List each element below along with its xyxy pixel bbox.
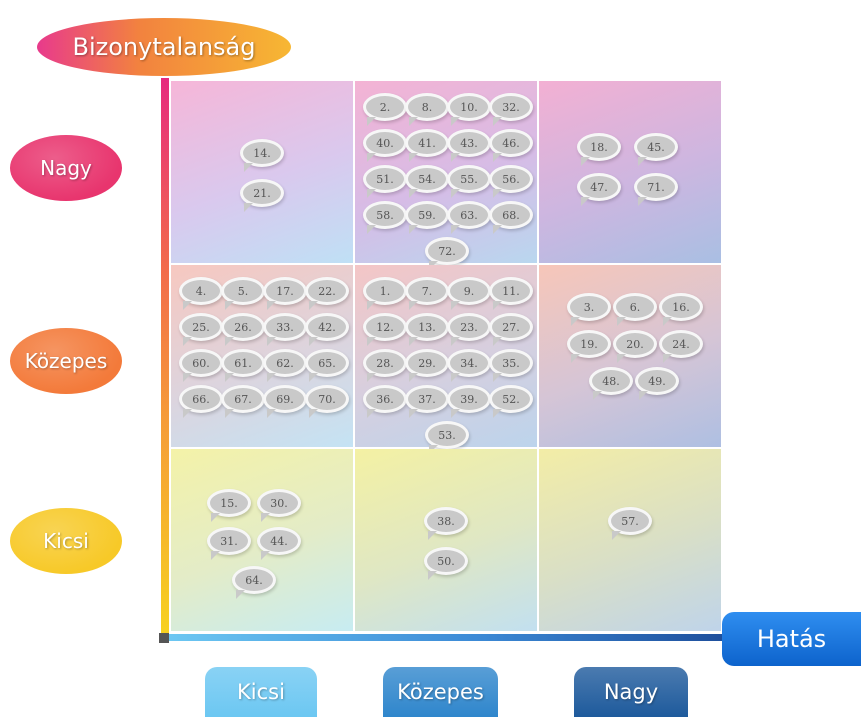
risk-item-bubble: 38.	[424, 507, 468, 540]
risk-item-bubble: 7.	[405, 277, 449, 310]
matrix-cell: 14.21.	[171, 81, 353, 263]
risk-item-bubble: 19.	[567, 330, 611, 363]
impact-axis-title: Hatás	[722, 612, 861, 666]
risk-item-bubble: 42.	[305, 313, 349, 346]
risk-item-bubble: 51.	[363, 165, 407, 198]
risk-item-bubble: 5.	[221, 277, 265, 310]
matrix-cell: 3.6.16. 19.20.24. 48.49.	[539, 265, 721, 447]
y-level-kozepes: Közepes	[10, 328, 122, 394]
risk-item-bubble: 1.	[363, 277, 407, 310]
risk-item-bubble: 45.	[634, 133, 678, 166]
risk-item-bubble: 37.	[405, 385, 449, 418]
y-level-kicsi: Kicsi	[10, 508, 122, 574]
risk-item-bubble: 28.	[363, 349, 407, 382]
risk-item-bubble: 21.	[240, 179, 284, 212]
risk-item-bubble: 11.	[489, 277, 533, 310]
risk-item-bubble: 46.	[489, 129, 533, 162]
matrix-cell: 15.30.31.44. 64.	[171, 449, 353, 631]
risk-item-bubble: 41.	[405, 129, 449, 162]
risk-item-bubble: 6.	[613, 293, 657, 326]
matrix-cell: 1.7.9.11. 12.13.23.27. 28.29.34.35. 36.37.3…	[355, 265, 537, 454]
risk-item-bubble: 3.	[567, 293, 611, 326]
risk-item-bubble: 16.	[659, 293, 703, 326]
risk-item-bubble: 17.	[263, 277, 307, 310]
risk-item-bubble: 35.	[489, 349, 533, 382]
risk-item-bubble: 24.	[659, 330, 703, 363]
risk-item-bubble: 64.	[232, 566, 276, 599]
matrix-cell: 57.	[539, 449, 721, 631]
matrix-cell: 4.5.17.22. 25.26.33.42. 60.61.62.65. 66.67.…	[171, 265, 353, 447]
matrix-cell: 38.50.	[355, 449, 537, 631]
risk-item-bubble: 44.	[257, 527, 301, 560]
risk-item-bubble: 27.	[489, 313, 533, 346]
risk-item-bubble: 36.	[363, 385, 407, 418]
x-axis-line	[169, 634, 725, 641]
risk-item-bubble: 62.	[263, 349, 307, 382]
risk-item-bubble: 13.	[405, 313, 449, 346]
risk-item-bubble: 49.	[635, 367, 679, 400]
risk-item-bubble: 67.	[221, 385, 265, 418]
risk-item-bubble: 57.	[608, 507, 652, 540]
risk-item-bubble: 70.	[305, 385, 349, 418]
risk-item-bubble: 33.	[263, 313, 307, 346]
risk-item-bubble: 15.	[207, 489, 251, 522]
risk-item-bubble: 12.	[363, 313, 407, 346]
risk-item-bubble: 32.	[489, 93, 533, 126]
uncertainty-axis-title: Bizonytalanság	[37, 18, 291, 76]
risk-item-bubble: 56.	[489, 165, 533, 198]
risk-item-bubble: 55.	[447, 165, 491, 198]
risk-item-bubble: 61.	[221, 349, 265, 382]
x-level-nagy: Nagy	[574, 667, 688, 717]
matrix-cell: 2.8.10.32. 40.41.43.46. 51.54.55.56. 58.59.…	[355, 81, 537, 270]
y-level-nagy: Nagy	[10, 135, 122, 201]
risk-item-bubble: 63.	[447, 201, 491, 234]
risk-item-bubble: 59.	[405, 201, 449, 234]
risk-item-bubble: 34.	[447, 349, 491, 382]
risk-item-bubble: 26.	[221, 313, 265, 346]
risk-item-bubble: 54.	[405, 165, 449, 198]
risk-item-bubble: 40.	[363, 129, 407, 162]
risk-item-bubble: 10.	[447, 93, 491, 126]
risk-item-bubble: 68.	[489, 201, 533, 234]
risk-item-bubble: 14.	[240, 139, 284, 172]
risk-item-bubble: 9.	[447, 277, 491, 310]
risk-item-bubble: 50.	[424, 547, 468, 580]
risk-item-bubble: 71.	[634, 173, 678, 206]
matrix-cell: 18. 45. 47. 71.	[539, 81, 721, 263]
risk-item-bubble: 65.	[305, 349, 349, 382]
risk-item-bubble: 58.	[363, 201, 407, 234]
risk-item-bubble: 25.	[179, 313, 223, 346]
risk-item-bubble: 8.	[405, 93, 449, 126]
risk-item-bubble: 18.	[577, 133, 621, 166]
y-axis-line	[161, 78, 169, 638]
risk-item-bubble: 43.	[447, 129, 491, 162]
risk-item-bubble: 66.	[179, 385, 223, 418]
risk-item-bubble: 53.	[425, 421, 469, 454]
risk-item-bubble: 39.	[447, 385, 491, 418]
risk-item-bubble: 23.	[447, 313, 491, 346]
risk-item-bubble: 22.	[305, 277, 349, 310]
risk-item-bubble: 31.	[207, 527, 251, 560]
risk-item-bubble: 20.	[613, 330, 657, 363]
risk-item-bubble: 30.	[257, 489, 301, 522]
risk-item-bubble: 60.	[179, 349, 223, 382]
risk-item-bubble: 69.	[263, 385, 307, 418]
risk-item-bubble: 4.	[179, 277, 223, 310]
x-level-kicsi: Kicsi	[205, 667, 317, 717]
risk-item-bubble: 72.	[425, 237, 469, 270]
risk-item-bubble: 52.	[489, 385, 533, 418]
x-level-kozepes: Közepes	[383, 667, 498, 717]
risk-item-bubble: 2.	[363, 93, 407, 126]
axis-origin-corner	[159, 633, 169, 643]
risk-item-bubble: 48.	[589, 367, 633, 400]
risk-item-bubble: 47.	[577, 173, 621, 206]
risk-item-bubble: 29.	[405, 349, 449, 382]
